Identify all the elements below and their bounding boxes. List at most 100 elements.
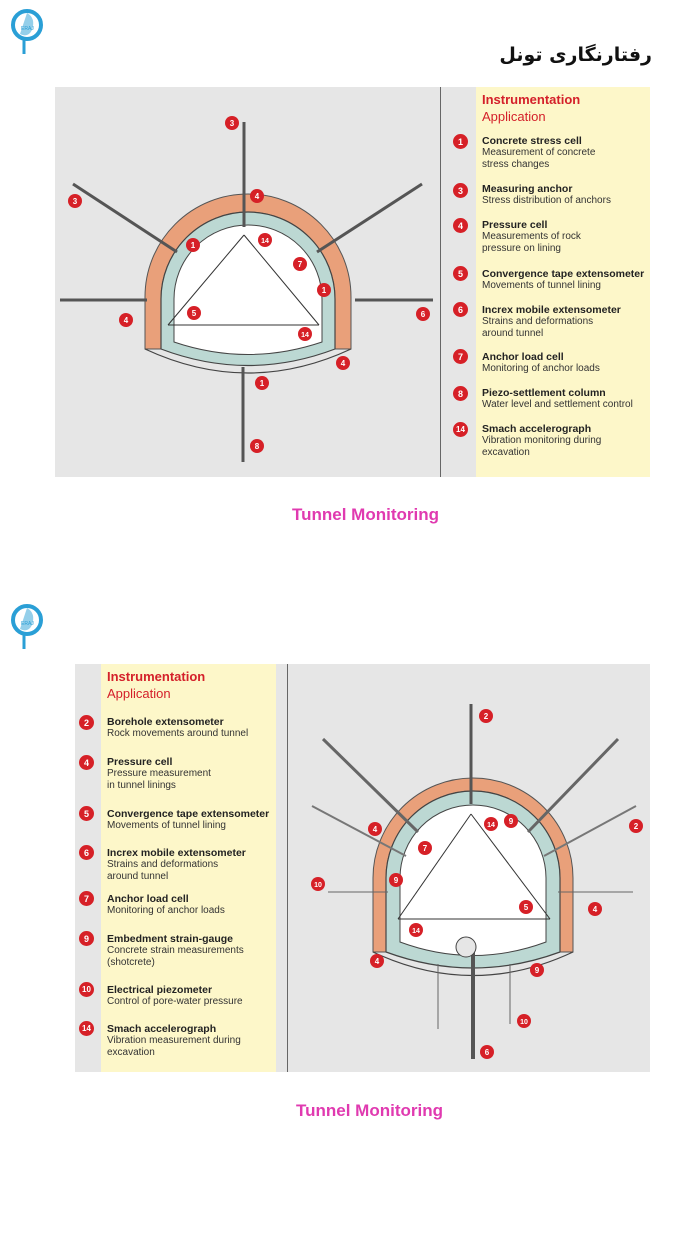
legend-num: 3: [453, 183, 468, 198]
diagram-marker: 2: [629, 819, 643, 833]
caption-2: Tunnel Monitoring: [296, 1101, 443, 1120]
legend-item-desc: Control of pore-water pressure: [107, 996, 243, 1007]
marker-label: 8: [255, 442, 260, 451]
legend-item-title: Smach accelerograph: [482, 423, 592, 435]
legend-num: 4: [453, 218, 468, 233]
caption-1: Tunnel Monitoring: [292, 505, 439, 524]
marker-label: 6: [485, 1048, 490, 1057]
legend-item-title: Measuring anchor: [482, 183, 573, 195]
diagram-marker: 2: [479, 709, 493, 723]
diagram-marker: 4: [250, 189, 264, 203]
marker-label: 9: [535, 966, 540, 975]
legend-item-desc: Strains and deformations around tunnel: [482, 316, 594, 339]
legend-num: 2: [79, 715, 94, 730]
legend-item-desc: Vibration monitoring during excavation: [482, 435, 602, 458]
legend-subheading: Application: [482, 109, 546, 124]
legend-item-desc: Rock movements around tunnel: [107, 728, 249, 739]
legend-item-desc: Pressure measurement in tunnel linings: [107, 768, 211, 791]
diagram-marker: 3: [225, 116, 239, 130]
logo: ERAJ: [10, 603, 50, 649]
marker-label: 5: [524, 903, 529, 912]
diagram-marker: 5: [187, 306, 201, 320]
diagram-marker: 14: [484, 817, 498, 831]
marker-label: 10: [520, 1019, 528, 1026]
legend-item-desc: Concrete strain measurements (shotcrete): [107, 945, 244, 968]
legend-item-title: Borehole extensometer: [107, 716, 224, 728]
marker-label: 4: [375, 957, 380, 966]
marker-label: 4: [593, 905, 598, 914]
legend-item-desc: Movements of tunnel lining: [482, 280, 601, 291]
marker-label: 14: [487, 822, 495, 829]
legend-num: 7: [79, 891, 94, 906]
marker-label: 6: [421, 310, 426, 319]
legend-subheading: Application: [107, 686, 171, 701]
marker-label: 1: [191, 241, 196, 250]
diagram-marker: 6: [416, 307, 430, 321]
diagram-marker: 8: [250, 439, 264, 453]
diagram-marker: 1: [317, 283, 331, 297]
marker-label: 2: [484, 712, 489, 721]
legend-num: 14: [79, 1021, 94, 1036]
diagram-marker: 6: [480, 1045, 494, 1059]
diagram-marker: 9: [504, 814, 518, 828]
legend-item-title: Anchor load cell: [482, 351, 564, 363]
legend-num: 5: [79, 806, 94, 821]
diagram-marker: 7: [418, 841, 432, 855]
panel-divider-2: [287, 664, 288, 1072]
legend-num: 5: [453, 266, 468, 281]
legend-num: 14: [453, 422, 468, 437]
logo: ERAJ: [10, 8, 50, 54]
diagram-marker: 9: [530, 963, 544, 977]
legend-content-2: Instrumentation Application: [107, 669, 277, 713]
tunnel-diagram-2: 2 4 7 14 9 2 10 9 5 4 14 4 9 10 6: [311, 704, 643, 1059]
diagram-marker: 7: [293, 257, 307, 271]
legend-item-desc: Strains and deformations around tunnel: [107, 859, 219, 882]
diagram-marker: 4: [368, 822, 382, 836]
legend-1: [476, 87, 650, 477]
legend-num: 10: [79, 982, 94, 997]
diagram-marker: 1: [255, 376, 269, 390]
marker-label: 9: [509, 817, 514, 826]
legend-item-desc: Measurements of rock pressure on lining: [482, 231, 581, 254]
marker-label: 4: [373, 825, 378, 834]
marker-label: 1: [322, 286, 327, 295]
legend-heading: Instrumentation: [482, 92, 581, 107]
legend-num: 8: [453, 386, 468, 401]
tunnel-diagram-1: 3 3 4 1 14 7 1 4 5 14 6 4 1 8: [60, 116, 433, 462]
diagram-marker: 4: [119, 313, 133, 327]
legend-item-desc: Water level and settlement control: [482, 399, 633, 410]
diagram-marker: 9: [389, 873, 403, 887]
legend-item-title: Pressure cell: [107, 756, 173, 768]
legend-item-desc: Vibration measurement during excavation: [107, 1035, 241, 1058]
diagram-marker: 5: [519, 900, 533, 914]
diagram-markers-1: 3 3 4 1 14 7 1 4 5 14 6 4 1 8: [68, 116, 430, 453]
page-title: رفتارنگاری تونل: [499, 44, 652, 66]
diagram-marker: 14: [258, 233, 272, 247]
marker-label: 4: [341, 359, 346, 368]
legend-item-title: Embedment strain-gauge: [107, 933, 234, 945]
marker-label: 9: [394, 876, 399, 885]
marker-label: 4: [124, 316, 129, 325]
marker-label: 14: [412, 928, 420, 935]
legend-item-title: Electrical piezometer: [107, 984, 213, 996]
diagram-marker: 10: [311, 877, 325, 891]
legend-item-desc: Movements of tunnel lining: [107, 820, 226, 831]
diagram-marker: 4: [370, 954, 384, 968]
legend-num: 6: [79, 845, 94, 860]
marker-label: 14: [261, 238, 269, 245]
marker-label: 5: [192, 309, 197, 318]
